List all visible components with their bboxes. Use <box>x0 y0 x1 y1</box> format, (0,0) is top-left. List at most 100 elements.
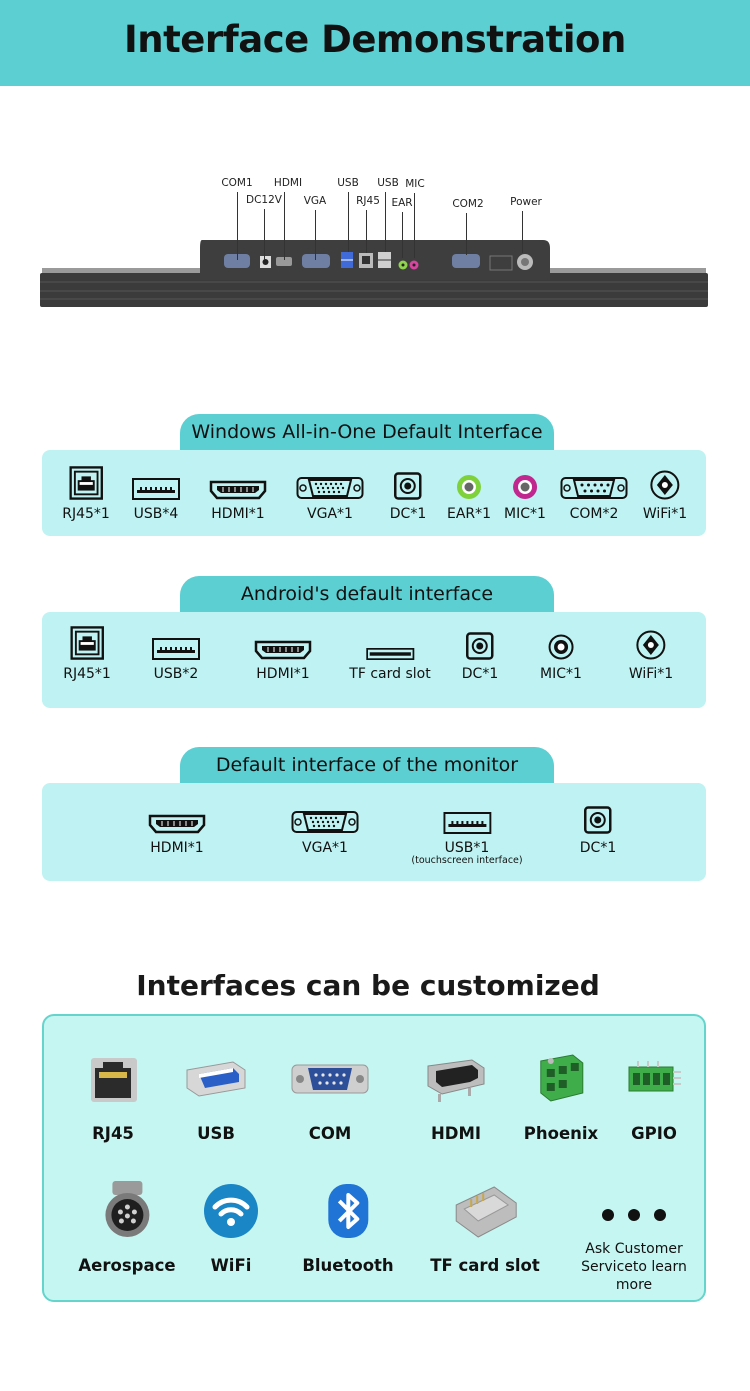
custom-item-label: GPIO <box>631 1124 677 1143</box>
interface-label: RJ45*1 <box>63 666 111 682</box>
interface-label: MIC*1 <box>540 666 582 682</box>
interface-item-dc: DC*1 <box>580 798 616 856</box>
dc-icon <box>580 798 616 834</box>
interface-label: USB*1 <box>444 840 490 856</box>
custom-item-gpio-connector: GPIO <box>625 1044 683 1143</box>
interface-item-vga: VGA*1 <box>291 798 359 856</box>
leader-line <box>284 192 285 260</box>
hdmi-icon <box>254 624 312 660</box>
custom-item-label: HDMI <box>430 1124 482 1143</box>
port-label-com1: COM1 <box>221 177 253 189</box>
custom-item-label: RJ45 <box>92 1124 134 1143</box>
interface-item-usb: USB*4 <box>132 464 180 522</box>
phoenix-connector-icon <box>524 1044 598 1114</box>
interface-item-rj45: RJ45*1 <box>62 464 110 522</box>
interface-item-mic: MIC*1 <box>504 464 546 522</box>
interface-item-hdmi: HDMI*1 <box>254 624 312 682</box>
custom-item-rj45-connector: RJ45 <box>85 1044 141 1143</box>
customized-section-title: Interfaces can be customized <box>136 969 600 1002</box>
custom-item-label: COM <box>308 1124 352 1143</box>
leader-line <box>348 192 349 252</box>
interface-label: EAR*1 <box>446 506 492 522</box>
interface-label: DC*1 <box>389 506 427 522</box>
custom-item-phoenix-connector: Phoenix <box>524 1044 598 1143</box>
interface-label: WiFi*1 <box>628 666 674 682</box>
android-interface-panel <box>42 612 706 708</box>
interface-item-tf-card: TF card slot <box>349 624 431 682</box>
usb-connector-icon <box>183 1044 249 1114</box>
wifi-logo-icon <box>203 1176 259 1246</box>
custom-item-label: USB <box>197 1124 235 1143</box>
hdmi-icon <box>148 798 206 834</box>
usb-icon <box>152 624 200 660</box>
custom-item-label: TF card slot <box>430 1256 540 1275</box>
custom-item-aerospace-connector: Aerospace <box>78 1176 176 1275</box>
interface-note: (touchscreen interface) <box>411 855 523 866</box>
rj45-icon <box>62 464 110 500</box>
interface-label: USB*4 <box>133 506 179 522</box>
custom-item-com-connector: COM <box>290 1044 370 1143</box>
tf-card-icon <box>349 624 430 660</box>
port-label-usb-1: USB <box>337 177 359 189</box>
leader-line <box>315 210 316 260</box>
hdmi-icon <box>209 464 267 500</box>
interface-label: VGA*1 <box>302 840 348 856</box>
interface-item-usb: USB*2 <box>152 624 200 682</box>
port-label-rj45: RJ45 <box>356 195 380 207</box>
hdmi-connector-icon <box>424 1044 488 1114</box>
device-rear-view <box>38 170 710 320</box>
android-section-title: Android's default interface <box>180 576 554 614</box>
more-options-icon <box>602 1209 666 1221</box>
port-label-vga: VGA <box>303 195 327 207</box>
interface-item-mic: MIC*1 <box>540 624 582 682</box>
interface-label: VGA*1 <box>307 506 353 522</box>
port-label-dc12v: DC12V <box>246 194 282 206</box>
leader-line <box>366 210 367 253</box>
interface-item-rj45: RJ45*1 <box>63 624 111 682</box>
port-label-hdmi: HDMI <box>273 177 303 189</box>
custom-item-wifi-logo: WiFi <box>203 1176 259 1275</box>
interface-label: HDMI*1 <box>150 840 204 856</box>
aerospace-connector-icon <box>78 1176 175 1246</box>
header-banner: Interface Demonstration <box>0 0 750 86</box>
port-label-ear: EAR <box>391 197 413 209</box>
interface-item-wifi: WiFi*1 <box>629 624 673 682</box>
rj45-icon <box>63 624 111 660</box>
ear-icon <box>447 464 491 500</box>
port-label-power: Power <box>510 196 542 208</box>
customized-interface-panel <box>42 1014 706 1302</box>
custom-item-hdmi-connector: HDMI <box>424 1044 488 1143</box>
custom-item-label: Phoenix <box>523 1124 599 1143</box>
mic-icon <box>540 624 582 660</box>
bluetooth-logo-icon <box>302 1176 393 1246</box>
interface-item-dc: DC*1 <box>390 464 426 522</box>
dc-icon <box>390 464 426 500</box>
custom-item-tf-card-slot: TF card slot <box>430 1176 540 1275</box>
gpio-connector-icon <box>625 1044 683 1114</box>
device-illustration <box>40 240 708 307</box>
interface-label: WiFi*1 <box>642 506 688 522</box>
leader-line <box>402 212 403 258</box>
mic-icon <box>504 464 546 500</box>
port-label-com2: COM2 <box>452 198 484 210</box>
port-label-usb-2: USB <box>377 177 399 189</box>
interface-item-wifi: WiFi*1 <box>643 464 687 522</box>
interface-label: HDMI*1 <box>211 506 265 522</box>
vga-icon <box>291 798 359 834</box>
leader-line <box>522 211 523 253</box>
interface-item-usb: USB*1(touchscreen interface) <box>411 798 523 866</box>
dc-icon <box>462 624 498 660</box>
vga-icon <box>296 464 364 500</box>
interface-item-vga: VGA*1 <box>296 464 364 522</box>
leader-line <box>237 192 238 260</box>
tf-card-slot-icon <box>430 1176 540 1246</box>
interface-label: DC*1 <box>579 840 617 856</box>
wifi-icon <box>629 624 673 660</box>
interface-label: COM*2 <box>569 506 619 522</box>
port-label-mic: MIC <box>405 178 425 190</box>
monitor-section-title: Default interface of the monitor <box>180 747 554 785</box>
interface-label: DC*1 <box>461 666 499 682</box>
com-connector-icon <box>290 1044 370 1114</box>
interface-label: RJ45*1 <box>62 506 110 522</box>
leader-line <box>264 209 265 260</box>
